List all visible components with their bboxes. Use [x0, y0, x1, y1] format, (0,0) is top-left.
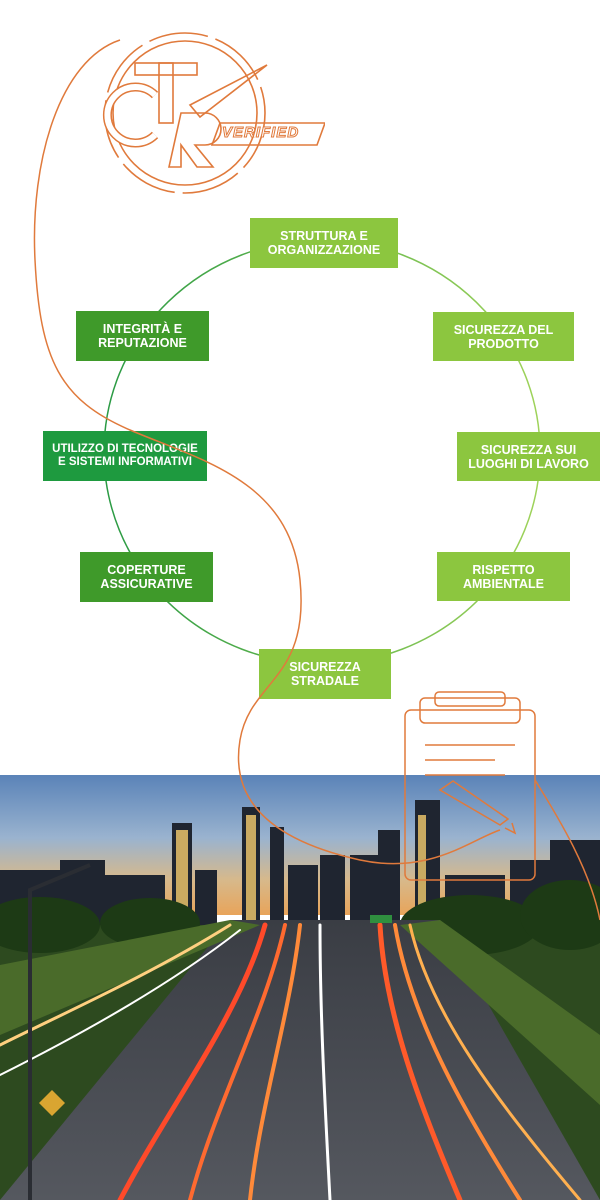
wheel-item-integrita: INTEGRITÀ E REPUTAZIONE — [76, 311, 209, 361]
wheel-item-struttura: STRUTTURA E ORGANIZZAZIONE — [250, 218, 398, 268]
wheel-item-tecnologie: UTILIZZO DI TECNOLOGIE E SISTEMI INFORMA… — [43, 431, 207, 481]
wheel-item-sicurezza-lavoro: SICUREZZA SUI LUOGHI DI LAVORO — [457, 432, 600, 481]
city-highway-photo — [0, 775, 600, 1200]
wheel-item-rispetto-ambientale: RISPETTO AMBIENTALE — [437, 552, 570, 601]
wheel-item-sicurezza-stradale: SICUREZZA STRADALE — [259, 649, 391, 699]
wheel-item-coperture-assicurative: COPERTURE ASSICURATIVE — [80, 552, 213, 602]
wheel-item-sicurezza-prodotto: SICUREZZA DEL PRODOTTO — [433, 312, 574, 361]
